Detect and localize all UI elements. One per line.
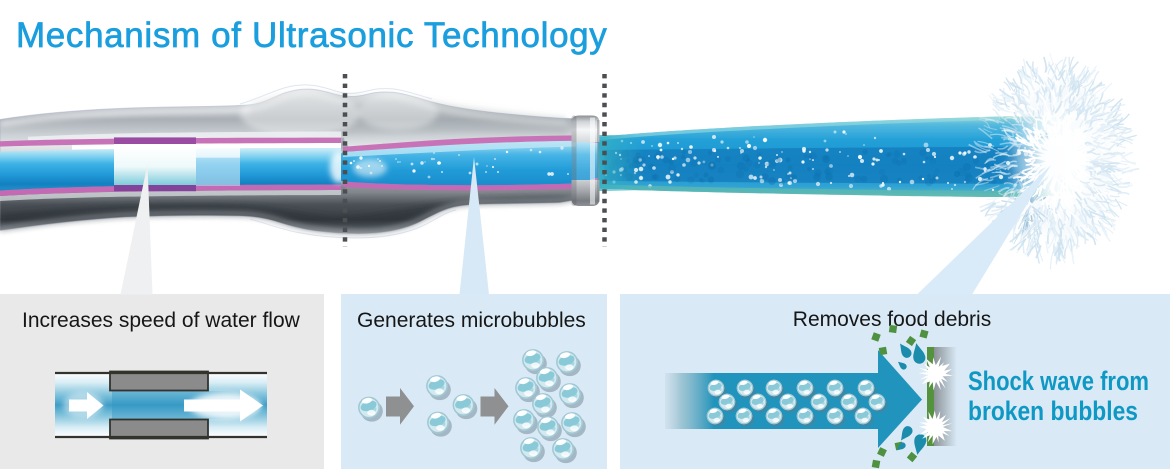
svg-text:Mechanism of Ultrasonic Techno: Mechanism of Ultrasonic Technology bbox=[16, 16, 607, 55]
svg-text:Removes food debris: Removes food debris bbox=[793, 308, 991, 331]
svg-text:Shock wave from: Shock wave from bbox=[968, 366, 1149, 396]
svg-text:Generates microbubbles: Generates microbubbles bbox=[357, 309, 586, 332]
svg-text:Increases speed of water flow: Increases speed of water flow bbox=[22, 309, 301, 332]
svg-text:broken bubbles: broken bubbles bbox=[968, 396, 1138, 426]
